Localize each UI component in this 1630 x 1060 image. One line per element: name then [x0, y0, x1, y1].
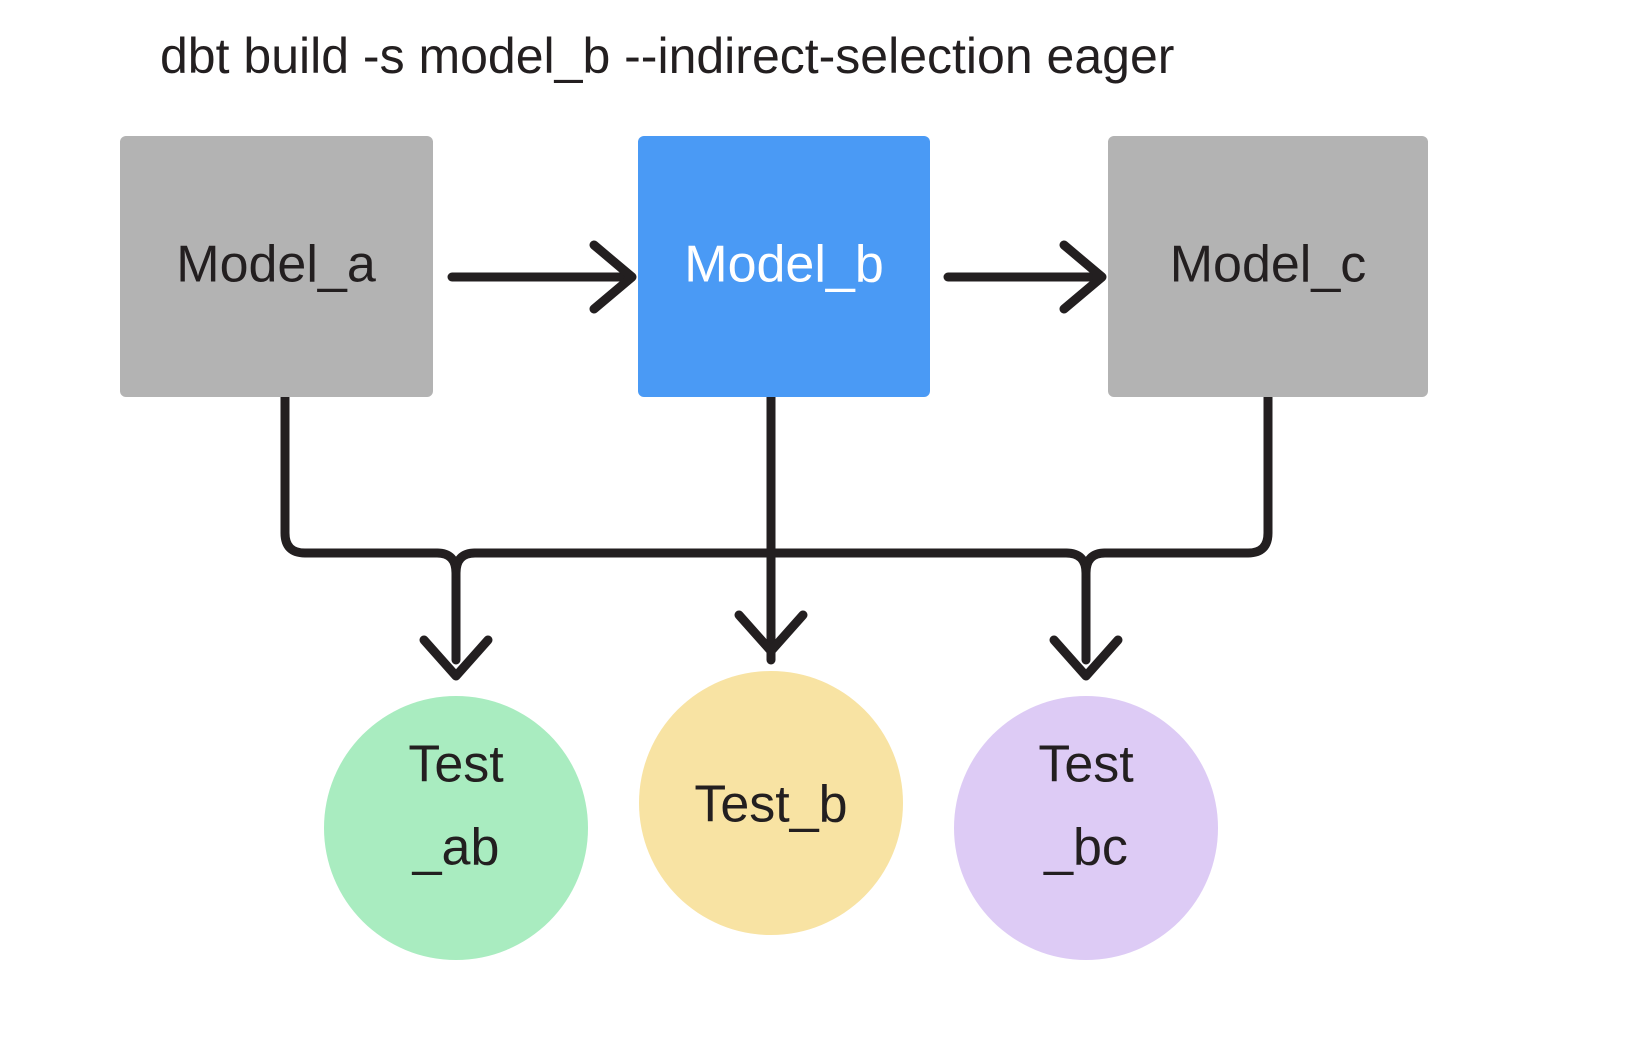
node-model-c[interactable]: Model_c	[1108, 136, 1428, 397]
model-c-label: Model_c	[1170, 236, 1367, 294]
node-test-ab[interactable]: Test _ab	[324, 696, 588, 960]
node-model-b[interactable]: Model_b	[638, 136, 930, 397]
model-b-label: Model_b	[684, 236, 883, 294]
test-bc-circle[interactable]	[954, 696, 1218, 960]
arrowhead-model-c	[1059, 240, 1107, 314]
node-model-a[interactable]: Model_a	[120, 136, 433, 397]
arrowhead-down-test-b	[734, 610, 808, 656]
test-b-circle[interactable]	[639, 671, 903, 935]
model-node-layer: Model_a Model_b Model_c	[120, 136, 1428, 397]
model-a-label: Model_a	[176, 236, 376, 294]
node-test-b[interactable]: Test_b	[639, 671, 903, 935]
test-bc-label-line1: Test	[1038, 736, 1134, 794]
arrowhead-down-test-ab	[419, 635, 493, 681]
test-bc-label-line2: _bc	[1043, 819, 1128, 877]
model-c-box[interactable]	[1108, 136, 1428, 397]
test-ab-label-line1: Test	[408, 736, 504, 794]
arrowhead-down-test-bc	[1049, 635, 1123, 681]
test-ab-circle[interactable]	[324, 696, 588, 960]
node-test-bc[interactable]: Test _bc	[954, 696, 1218, 960]
test-b-label-line1: Test_b	[694, 776, 847, 834]
diagram-title: dbt build -s model_b --indirect-selectio…	[160, 28, 1174, 84]
edge-layer	[280, 240, 1273, 681]
model-a-box[interactable]	[120, 136, 433, 397]
arrowhead-model-b	[589, 240, 637, 314]
model-b-box[interactable]	[638, 136, 930, 397]
test-node-layer: Test _ab Test_b Test _bc	[324, 671, 1218, 960]
edge-model-a-to-bus	[280, 392, 442, 558]
test-ab-label-line2: _ab	[412, 819, 500, 877]
edge-model-c-to-bus	[1100, 392, 1273, 558]
